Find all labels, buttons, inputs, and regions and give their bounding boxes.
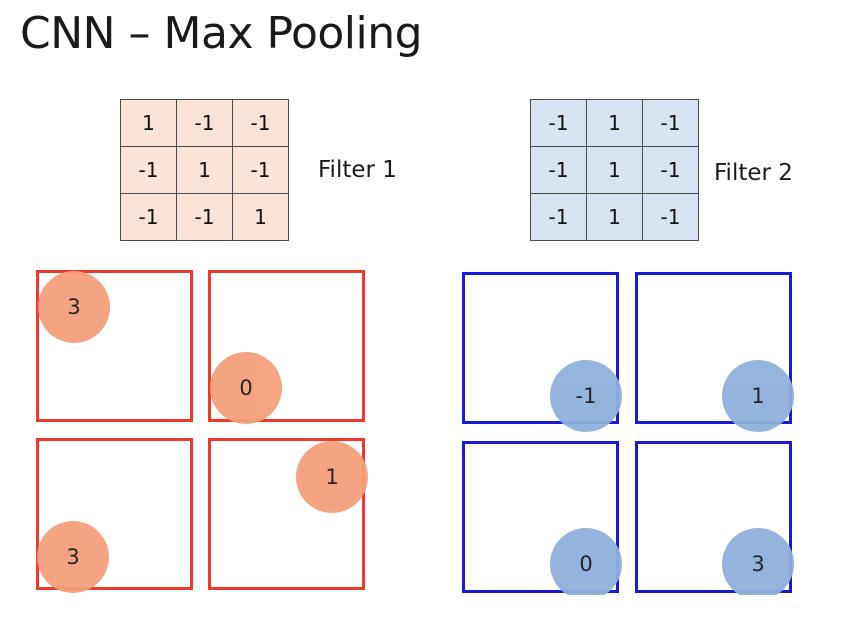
max-value-dot: 0 xyxy=(210,352,282,424)
filter-2-label: Filter 2 xyxy=(714,160,793,186)
filter-1-cell: -1 xyxy=(120,193,177,241)
max-value-dot: 3 xyxy=(37,521,109,593)
pool-region-filter-1 xyxy=(36,438,193,590)
filter-1-cell: 1 xyxy=(176,146,233,194)
slide-bottom-edge xyxy=(0,595,844,625)
filter-1-cell: 1 xyxy=(232,193,289,241)
max-value-dot: 3 xyxy=(38,271,110,343)
filter-2-matrix: -1 1 -1 -1 1 -1 -1 1 -1 xyxy=(530,99,699,241)
max-value-dot: -1 xyxy=(550,360,622,432)
filter-2-cell: -1 xyxy=(530,99,587,147)
pool-region-filter-2 xyxy=(462,272,619,424)
filter-2-cell: -1 xyxy=(530,193,587,241)
pool-region-filter-2 xyxy=(635,441,792,593)
filter-2-cell: -1 xyxy=(642,146,699,194)
pool-region-filter-2 xyxy=(462,441,619,593)
filter-2-cell: -1 xyxy=(530,146,587,194)
filter-1-cell: -1 xyxy=(232,99,289,147)
filter-1-cell: -1 xyxy=(120,146,177,194)
max-value-dot: 1 xyxy=(722,360,794,432)
filter-2-cell: 1 xyxy=(586,99,643,147)
max-value-dot: 1 xyxy=(296,441,368,513)
max-value-dot: 0 xyxy=(550,528,622,600)
filter-1-cell: 1 xyxy=(120,99,177,147)
pool-region-filter-1 xyxy=(36,270,193,422)
filter-1-matrix: 1 -1 -1 -1 1 -1 -1 -1 1 xyxy=(120,99,289,241)
filter-2-cell: -1 xyxy=(642,99,699,147)
pool-region-filter-2 xyxy=(635,272,792,424)
filter-2-cell: 1 xyxy=(586,193,643,241)
max-value-dot: 3 xyxy=(722,528,794,600)
pool-region-filter-1 xyxy=(208,438,365,590)
filter-1-cell: -1 xyxy=(232,146,289,194)
filter-1-label: Filter 1 xyxy=(318,157,397,183)
filter-1-cell: -1 xyxy=(176,193,233,241)
filter-2-cell: 1 xyxy=(586,146,643,194)
pool-region-filter-1 xyxy=(208,270,365,422)
page-title: CNN – Max Pooling xyxy=(20,8,423,59)
filter-2-cell: -1 xyxy=(642,193,699,241)
filter-1-cell: -1 xyxy=(176,99,233,147)
